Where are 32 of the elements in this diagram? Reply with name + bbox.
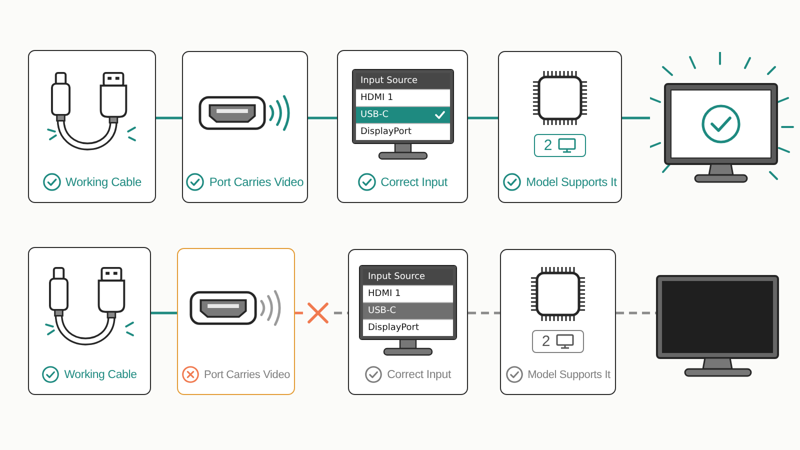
status-label: Correct Input <box>380 175 448 189</box>
status-label: Working Cable <box>66 175 142 189</box>
status-label: Working Cable <box>64 368 137 380</box>
status-label: Port Carries Video <box>209 175 304 189</box>
step-card <box>337 50 468 203</box>
connector-line <box>308 116 337 120</box>
step-card <box>28 50 156 203</box>
connector-line <box>151 312 177 314</box>
step-card <box>182 51 308 203</box>
step-card <box>348 249 468 395</box>
step-card <box>177 248 295 395</box>
status-label: Model Supports It <box>526 175 617 189</box>
display-count: 2 <box>544 136 552 155</box>
connector-line <box>468 116 498 120</box>
display-count: 2 <box>542 332 550 350</box>
menu-option-label: USB-C <box>360 110 389 120</box>
connector-line <box>622 116 650 120</box>
dashed-connector-line <box>295 312 348 314</box>
menu-header: Input Source <box>363 269 453 285</box>
monitor-illustration <box>650 52 797 184</box>
menu-header: Input Source <box>356 73 450 89</box>
dashed-connector-line <box>616 312 656 314</box>
step-card <box>500 249 616 395</box>
connector-line <box>156 116 182 120</box>
step-card <box>28 247 151 395</box>
step-card <box>498 51 622 203</box>
status-label: Model Supports It <box>528 368 610 380</box>
status-label: Port Carries Video <box>204 368 290 380</box>
blank-monitor-illustration <box>656 275 779 377</box>
status-label: Correct Input <box>387 368 451 380</box>
selected-menu-option: USB-C <box>363 302 453 319</box>
dashed-connector-line <box>468 312 500 314</box>
